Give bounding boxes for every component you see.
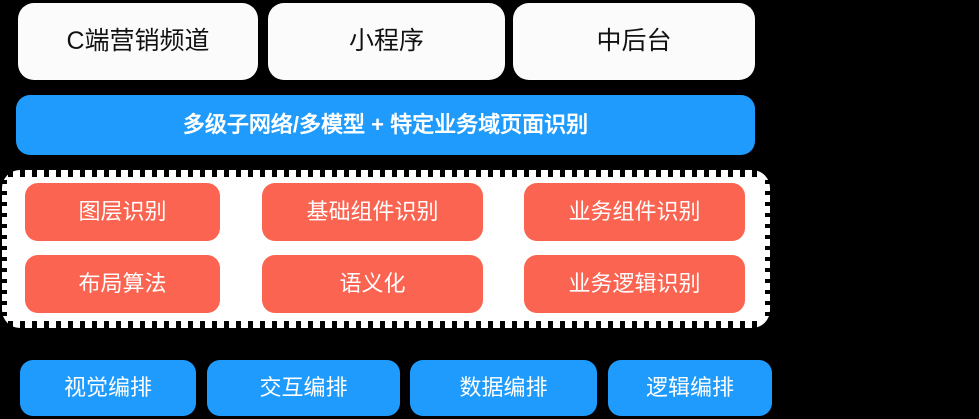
capability-chip-label: 业务逻辑识别 — [568, 270, 701, 296]
capability-chip-label: 布局算法 — [78, 270, 167, 296]
recognition-banner-label: 多级子网络/多模型 + 特定业务域页面识别 — [182, 111, 589, 137]
orchestration-chip-logic[interactable]: 逻辑编排 — [608, 360, 772, 416]
capability-chip-business-component-recognition[interactable]: 业务组件识别 — [524, 183, 745, 241]
panel-edge-left — [2, 180, 7, 318]
channel-card-mini-program[interactable]: 小程序 — [268, 3, 505, 80]
orchestration-chip-label: 逻辑编排 — [645, 374, 734, 400]
orchestration-chip-label: 视觉编排 — [63, 374, 152, 400]
channel-card-label: C端营销频道 — [66, 26, 210, 55]
capability-chip-layer-recognition[interactable]: 图层识别 — [25, 183, 220, 241]
capability-chip-layout-algorithm[interactable]: 布局算法 — [25, 255, 220, 313]
recognition-banner[interactable]: 多级子网络/多模型 + 特定业务域页面识别 — [16, 95, 755, 155]
orchestration-chip-label: 交互编排 — [259, 374, 348, 400]
orchestration-chip-data[interactable]: 数据编排 — [410, 360, 597, 416]
channel-card-label: 中后台 — [596, 26, 672, 55]
orchestration-chip-label: 数据编排 — [459, 374, 548, 400]
channel-card-c-marketing[interactable]: C端营销频道 — [18, 3, 258, 80]
capability-chip-label: 基础组件识别 — [306, 198, 439, 224]
capability-chip-label: 语义化 — [339, 270, 406, 296]
capability-chip-label: 业务组件识别 — [568, 198, 701, 224]
orchestration-chip-visual[interactable]: 视觉编排 — [20, 360, 196, 416]
capability-chip-business-logic-recognition[interactable]: 业务逻辑识别 — [524, 255, 745, 313]
capability-chip-label: 图层识别 — [78, 198, 167, 224]
capability-chip-basic-component-recognition[interactable]: 基础组件识别 — [262, 183, 483, 241]
channel-card-label: 小程序 — [348, 26, 424, 55]
panel-edge-right — [765, 180, 770, 318]
channel-card-mid-back-office[interactable]: 中后台 — [513, 3, 755, 80]
orchestration-chip-interaction[interactable]: 交互编排 — [207, 360, 400, 416]
capability-chip-semantization[interactable]: 语义化 — [262, 255, 483, 313]
